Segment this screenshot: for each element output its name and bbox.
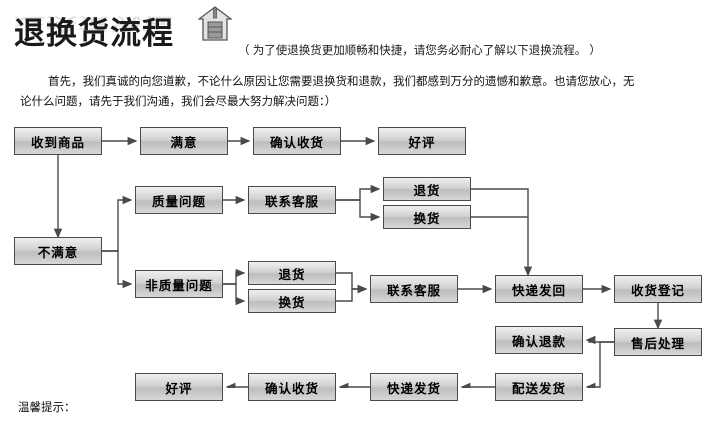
flow-node[interactable]: 联系客服 <box>248 186 336 214</box>
flowchart-connectors <box>53 136 663 388</box>
flow-node[interactable]: 换货 <box>248 289 336 313</box>
flow-node[interactable]: 确认收货 <box>248 373 336 401</box>
flow-node[interactable]: 收货登记 <box>614 275 702 303</box>
flow-node[interactable]: 售后处理 <box>614 328 702 356</box>
footer-note: 温馨提示： <box>18 402 76 414</box>
flow-node[interactable]: 退货 <box>383 177 471 201</box>
header-subtitle: （ 为了使退换货更加顺畅和快捷，请您务必耐心了解以下退换流程。 ） <box>238 45 601 57</box>
page-title: 退换货流程 <box>14 16 174 52</box>
flow-node[interactable]: 好评 <box>135 373 223 401</box>
flow-node[interactable]: 好评 <box>378 127 466 155</box>
returns-flowchart: 收到商品 满意 确认收货 好评 质量问题 联系客服 退货 换货 不满意 非质量问… <box>0 118 711 401</box>
page-header: 退换货流程 退换货流程 （ 为了使退换货更加顺畅和快捷，请您务必耐心了解以下退换… <box>0 0 711 62</box>
intro-line-2: 论什么问题，请先于我们沟通，我们会尽最大努力解决问题：） <box>20 96 337 108</box>
flow-node[interactable]: 退货 <box>248 261 336 285</box>
flow-node[interactable]: 质量问题 <box>135 186 223 214</box>
flow-node[interactable]: 配送发货 <box>495 373 583 401</box>
flow-node[interactable]: 快递发货 <box>370 373 458 401</box>
flow-node[interactable]: 满意 <box>140 127 228 155</box>
flow-node[interactable]: 非质量问题 <box>135 270 223 298</box>
flow-node[interactable]: 快递发回 <box>495 275 583 303</box>
flow-node[interactable]: 不满意 <box>14 237 102 265</box>
intro-line-1: 首先，我们真诚的向您道歉，不论什么原因让您需要退换货和退款，我们都感到万分的遗憾… <box>48 76 635 88</box>
house-icon <box>198 6 232 41</box>
flow-node[interactable]: 确认收货 <box>253 127 341 155</box>
flow-node[interactable]: 收到商品 <box>14 127 102 155</box>
flow-node[interactable]: 联系客服 <box>370 275 458 303</box>
intro-paragraph: 首先，我们真诚的向您道歉，不论什么原因让您需要退换货和退款，我们都感到万分的遗憾… <box>20 72 692 112</box>
flow-node[interactable]: 换货 <box>383 205 471 229</box>
flow-node[interactable]: 确认退款 <box>495 326 583 354</box>
